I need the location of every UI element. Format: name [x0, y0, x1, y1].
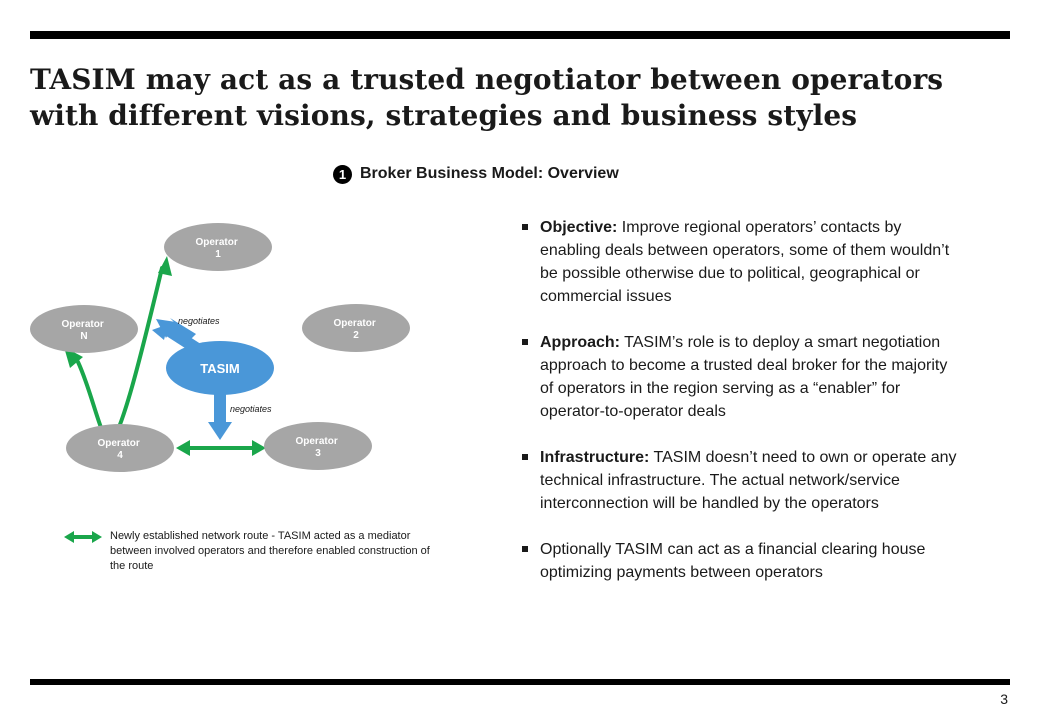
operator-3-label: Operator 3: [295, 436, 340, 459]
bullet-list: Objective: Improve regional operators’ c…: [520, 216, 960, 584]
bullet-lead: Infrastructure:: [540, 449, 650, 466]
section-heading: 1 Broker Business Model: Overview: [333, 164, 619, 184]
operator-4-label-line1: Operator: [97, 438, 139, 449]
section-number-badge: 1: [333, 164, 352, 184]
bullet-clearing-house: Optionally TASIM can act as a financial …: [520, 538, 960, 584]
operator-n-label-line2: N: [80, 331, 87, 342]
operator-2-node: [302, 304, 410, 352]
legend-route-head-left: [64, 531, 74, 543]
negotiates-arrow-up-head: [156, 319, 176, 338]
bullet-square-icon: [522, 454, 528, 460]
bottom-rule: [30, 679, 1010, 685]
bullet-square-icon: [522, 546, 528, 552]
negotiates-arrow-down-body: [214, 392, 226, 424]
operator-n-node: [30, 305, 138, 353]
bullet-approach: Approach: TASIM’s role is to deploy a sm…: [520, 331, 960, 423]
route-green-horizontal-head-right: [252, 440, 266, 456]
route-green-v-curve: [76, 266, 164, 447]
bullet-square-icon: [522, 339, 528, 345]
negotiates-label-lower: negotiates: [230, 404, 272, 414]
top-rule: [30, 31, 1010, 39]
negotiates-label-upper: negotiates: [178, 316, 220, 326]
operator-4-node: [66, 424, 174, 472]
negotiates-arrow-up-body: [164, 324, 200, 354]
operator-2-label: Operator 2: [333, 318, 378, 341]
bullet-body: TASIM doesn’t need to own or operate any…: [540, 449, 957, 512]
route-green-horizontal: [176, 440, 266, 456]
route-green-v-head-end: [158, 256, 172, 276]
operator-1-node: [164, 223, 272, 271]
operator-2-label-line1: Operator: [333, 318, 375, 329]
negotiates-arrow-down-head: [208, 422, 232, 440]
operator-3-label-line1: Operator: [295, 436, 337, 447]
slide-title: TASIM may act as a trusted negotiator be…: [30, 63, 944, 132]
bullet-infrastructure: Infrastructure: TASIM doesn’t need to ow…: [520, 446, 960, 515]
route-green-horizontal-head-left: [176, 440, 190, 456]
bullet-square-icon: [522, 224, 528, 230]
bullet-body: Improve regional operators’ contacts by …: [540, 219, 950, 305]
bullet-body: TASIM’s role is to deploy a smart negoti…: [540, 334, 948, 420]
legend-route-icon: [64, 531, 102, 543]
operator-3-node: [264, 422, 372, 470]
bullet-lead: Objective:: [540, 219, 618, 236]
legend-route-head-right: [92, 531, 102, 543]
bullet-lead: Approach:: [540, 334, 620, 351]
operator-3-label-line2: 3: [315, 448, 321, 459]
operator-1-label-line2: 1: [215, 249, 221, 260]
operator-1-label: Operator 1: [195, 237, 240, 260]
operator-n-label-line1: Operator: [61, 319, 103, 330]
page-number: 3: [1000, 691, 1008, 707]
tasim-label: TASIM: [200, 361, 239, 376]
operator-4-label-line2: 4: [117, 450, 123, 461]
negotiates-arrow-down: [208, 392, 232, 440]
operator-2-label-line2: 2: [353, 330, 359, 341]
operator-n-label: Operator N: [61, 319, 106, 342]
bullet-body: Optionally TASIM can act as a financial …: [540, 541, 926, 581]
bullet-objective: Objective: Improve regional operators’ c…: [520, 216, 960, 308]
operator-4-label: Operator 4: [97, 438, 142, 461]
route-green-v-head-start: [64, 347, 83, 368]
operator-1-label-line1: Operator: [195, 237, 237, 248]
negotiates-arrow-up: [152, 318, 200, 354]
legend-text: Newly established network route - TASIM …: [110, 530, 430, 572]
section-heading-text: Broker Business Model: Overview: [360, 165, 619, 182]
tasim-node: [166, 341, 274, 395]
